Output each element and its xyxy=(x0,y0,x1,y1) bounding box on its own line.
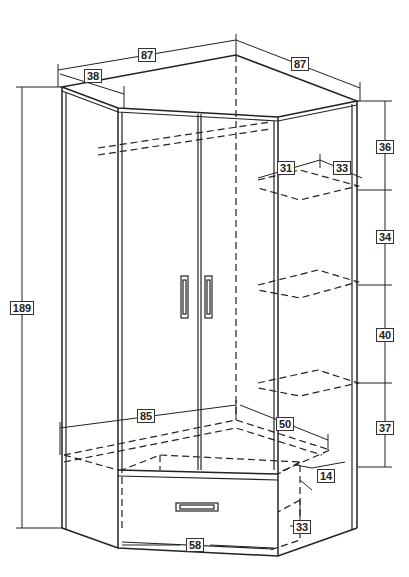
dimension-label: 50 xyxy=(276,417,294,431)
dimension-lines xyxy=(358,190,392,191)
dimension-lines xyxy=(300,480,312,490)
dimension-label: 33 xyxy=(333,161,351,175)
dimension-label: 38 xyxy=(84,69,102,83)
wardrobe-outline xyxy=(118,476,278,480)
dimension-label: 87 xyxy=(138,48,156,62)
dimension-lines xyxy=(122,545,180,546)
hidden-lines xyxy=(64,428,322,462)
dimension-lines xyxy=(296,462,345,468)
wardrobe-outline xyxy=(180,505,214,509)
dimension-label: 31 xyxy=(277,161,295,175)
hidden-lines xyxy=(278,500,300,512)
dimension-lines xyxy=(320,160,362,178)
wardrobe-outline xyxy=(61,87,63,528)
wardrobe-outline xyxy=(205,276,212,318)
dimension-lines xyxy=(328,434,329,450)
dimension-lines xyxy=(124,86,125,108)
wardrobe-outline xyxy=(277,117,279,556)
dimension-lines xyxy=(358,383,392,384)
hidden-lines xyxy=(278,462,300,474)
hidden-lines xyxy=(98,129,270,155)
dimension-lines xyxy=(236,34,237,55)
dimension-lines xyxy=(16,87,62,88)
dimension-label: 34 xyxy=(376,230,394,244)
dimension-label: 14 xyxy=(317,469,335,483)
wardrobe-outline xyxy=(62,91,357,121)
wardrobe-outline xyxy=(181,276,188,318)
wardrobe-outline xyxy=(65,93,66,530)
dimension-lines xyxy=(358,467,392,468)
wardrobe-outline xyxy=(121,112,122,470)
dimension-label: 36 xyxy=(376,140,394,154)
wardrobe-outline xyxy=(197,114,198,470)
dimension-lines xyxy=(236,40,360,88)
hidden-lines xyxy=(98,122,270,148)
dimension-label: 189 xyxy=(10,301,34,315)
dimension-lines xyxy=(58,40,236,70)
wardrobe-outline xyxy=(207,280,210,314)
dimension-lines xyxy=(240,405,328,440)
hidden-lines xyxy=(235,55,236,420)
wardrobe-outline xyxy=(183,280,186,314)
dimension-lines xyxy=(210,545,274,548)
hidden-lines xyxy=(64,55,358,550)
wardrobe-outline xyxy=(117,108,119,548)
dimension-lines xyxy=(360,82,361,101)
dimension-lines xyxy=(60,405,236,428)
dimension-lines xyxy=(16,34,392,548)
hidden-lines xyxy=(159,455,160,470)
dimension-lines xyxy=(385,101,386,467)
hidden-lines xyxy=(64,455,118,470)
dimension-lines xyxy=(358,285,392,286)
dimension-lines xyxy=(258,160,320,178)
dimension-lines xyxy=(357,101,392,102)
wardrobe-outline xyxy=(356,101,358,528)
wardrobe-outline xyxy=(351,104,352,530)
dimension-label: 58 xyxy=(186,538,204,552)
wardrobe-outline xyxy=(118,470,278,474)
dimension-label: 40 xyxy=(376,328,394,342)
dimension-lines xyxy=(16,528,62,529)
wardrobe-outline xyxy=(62,528,357,556)
dimension-label: 37 xyxy=(376,421,394,435)
dimension-label: 85 xyxy=(137,409,155,423)
wardrobe-outline xyxy=(200,114,201,470)
hidden-lines xyxy=(122,455,300,550)
hidden-lines xyxy=(258,370,358,396)
wardrobe-outline xyxy=(176,503,218,511)
dimension-label: 87 xyxy=(291,57,309,71)
dimension-lines xyxy=(58,64,59,87)
dimension-lines xyxy=(320,154,321,168)
dimension-lines xyxy=(236,400,237,418)
wardrobe-outline xyxy=(62,55,357,556)
dimension-label: 33 xyxy=(293,520,311,534)
hidden-lines xyxy=(258,270,358,298)
dimension-lines xyxy=(60,422,61,455)
